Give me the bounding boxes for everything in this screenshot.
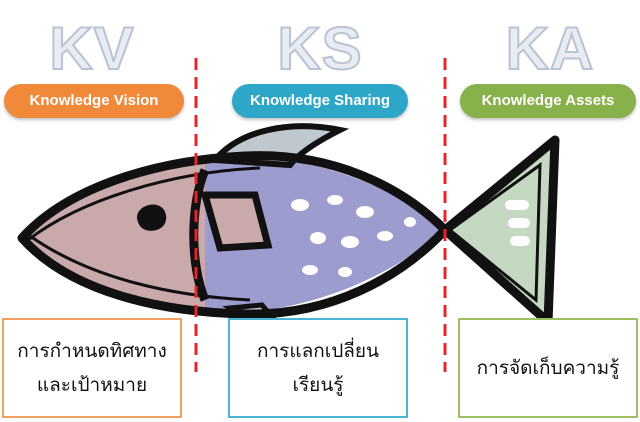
pill-knowledge-sharing: Knowledge Sharing xyxy=(232,84,408,118)
fish-tail xyxy=(445,140,555,322)
ka-description-box: การจัดเก็บความรู้ xyxy=(458,318,638,418)
kv-description-box: การกำหนดทิศทาง และเป้าหมาย xyxy=(2,318,182,418)
kv-description-line-1: การกำหนดทิศทาง xyxy=(17,340,167,362)
ks-description-box: การแลกเปลี่ยน เรียนรู้ xyxy=(228,318,408,418)
ka-description-line-1: การจัดเก็บความรู้ xyxy=(476,357,620,379)
ks-description-line-1: การแลกเปลี่ยน xyxy=(256,340,380,362)
fish-gill xyxy=(189,168,210,302)
fish-head xyxy=(22,158,205,312)
kv-abbr: KV xyxy=(48,14,135,83)
kv-description-line-2: และเป้าหมาย xyxy=(36,374,148,396)
fish-eye xyxy=(137,204,167,231)
fish-spots xyxy=(291,195,416,277)
pill-knowledge-vision: Knowledge Vision xyxy=(4,84,184,118)
ks-description-line-2: เรียนรู้ xyxy=(292,374,344,396)
ka-abbr: KA xyxy=(505,14,595,83)
fish-body xyxy=(205,156,445,313)
pill-knowledge-assets: Knowledge Assets xyxy=(460,84,636,118)
ks-abbr: KS xyxy=(276,14,363,83)
fish-tail-outline xyxy=(440,135,560,327)
